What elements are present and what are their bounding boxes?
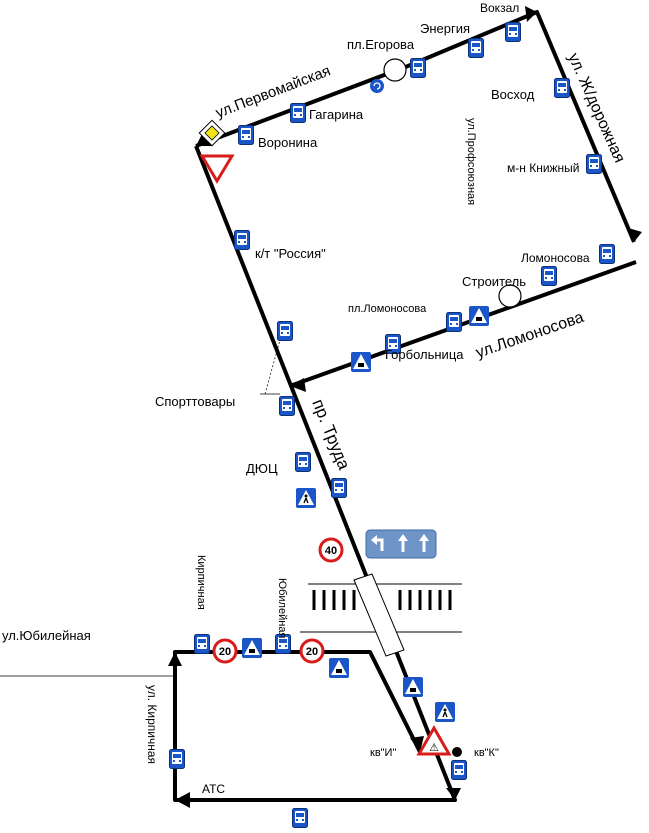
bus-stop-icon — [295, 452, 311, 472]
priority-road-sign-icon — [198, 119, 226, 147]
pedestrian-sign-icon — [296, 488, 316, 508]
stop-rossiya: к/т "Россия" — [255, 246, 326, 261]
pedestrian-crossing-icons — [242, 306, 489, 722]
stop-yubileynaya: Юбилейная — [276, 578, 288, 638]
crossing-sign-icon — [329, 658, 349, 678]
bus-stop-icon — [292, 808, 308, 828]
speed-limit-signs: 40 20 20 — [212, 537, 344, 664]
stop-knizhny: м-н Книжный — [507, 161, 580, 175]
bus-stop-dot — [452, 747, 462, 757]
stop-voronina: Воронина — [258, 135, 318, 150]
roundabout-sign-icon — [370, 79, 384, 93]
bus-stop-icon — [410, 58, 426, 78]
stop-voskhod: Восход — [491, 87, 535, 102]
bus-stop-icon — [586, 154, 602, 174]
stop-lomonosova: Ломоносова — [521, 251, 590, 265]
bus-stop-icon — [554, 78, 570, 98]
bus-stop-icon — [238, 125, 254, 145]
bus-stop-icon — [169, 749, 185, 769]
stop-sporttovary: Спорттовары — [155, 394, 235, 409]
svg-text:⚠: ⚠ — [429, 741, 439, 754]
roundabout-stroitel — [498, 284, 522, 308]
children-warning-sign-icon: ⚠ — [416, 724, 452, 756]
bus-stop-icon — [331, 478, 347, 498]
bus-stop-icon — [541, 266, 557, 286]
stop-energiya: Энергия — [420, 21, 470, 36]
stop-vokzal: Вокзал — [480, 1, 519, 15]
street-yubileynaya: ул.Юбилейная — [2, 628, 91, 643]
bus-stop-icons — [169, 22, 615, 828]
street-kirpichnaya: ул. Кирпичная — [145, 685, 159, 764]
bus-stop-icon — [290, 103, 306, 123]
stop-pl-lomonosova: пл.Ломоносова — [348, 303, 427, 315]
stop-kv-i: кв"И" — [370, 747, 396, 759]
bus-stop-icon — [279, 396, 295, 416]
bus-stop-icon — [234, 230, 250, 250]
stop-stroitel: Строитель — [462, 274, 526, 289]
bus-stop-icon — [451, 760, 467, 780]
stop-kirpichnaya: Кирпичная — [195, 555, 207, 610]
bus-stop-icon — [446, 312, 462, 332]
yield-sign-icon — [199, 154, 235, 184]
roundabout-egorova — [383, 58, 407, 82]
stop-gorbolnitsa: Горбольница — [385, 347, 464, 362]
street-profsoyuznaya: ул.Профсоюзная — [465, 118, 477, 205]
stop-egorova: пл.Егорова — [347, 37, 415, 52]
stop-ats: АТС — [202, 782, 225, 796]
stop-dyuts: ДЮЦ — [246, 461, 278, 476]
street-lomonosova: ул.Ломоносова — [474, 309, 586, 362]
route-arrows — [168, 6, 642, 808]
crossing-sign-icon — [469, 306, 489, 326]
crosswalk — [300, 573, 462, 657]
bus-stop-icon — [277, 321, 293, 341]
crossing-sign-icon — [242, 638, 262, 658]
stop-kv-k: кв"К" — [474, 747, 499, 759]
crossing-sign-icon — [351, 352, 371, 372]
lane-direction-sign-icon — [365, 529, 437, 559]
bus-stop-icon — [505, 22, 521, 42]
bus-stop-icon — [468, 38, 484, 58]
pedestrian-sign-icon — [435, 702, 455, 722]
bus-stop-icon — [194, 634, 210, 654]
crossing-sign-icon — [403, 677, 423, 697]
stop-gagarina: Гагарина — [309, 107, 364, 122]
speed-limit-40: 40 — [325, 545, 337, 557]
speed-limit-20-a: 20 — [219, 646, 231, 658]
street-truda: пр. Труда — [308, 396, 354, 472]
bus-stop-icon — [599, 244, 615, 264]
speed-limit-20-b: 20 — [306, 646, 318, 658]
